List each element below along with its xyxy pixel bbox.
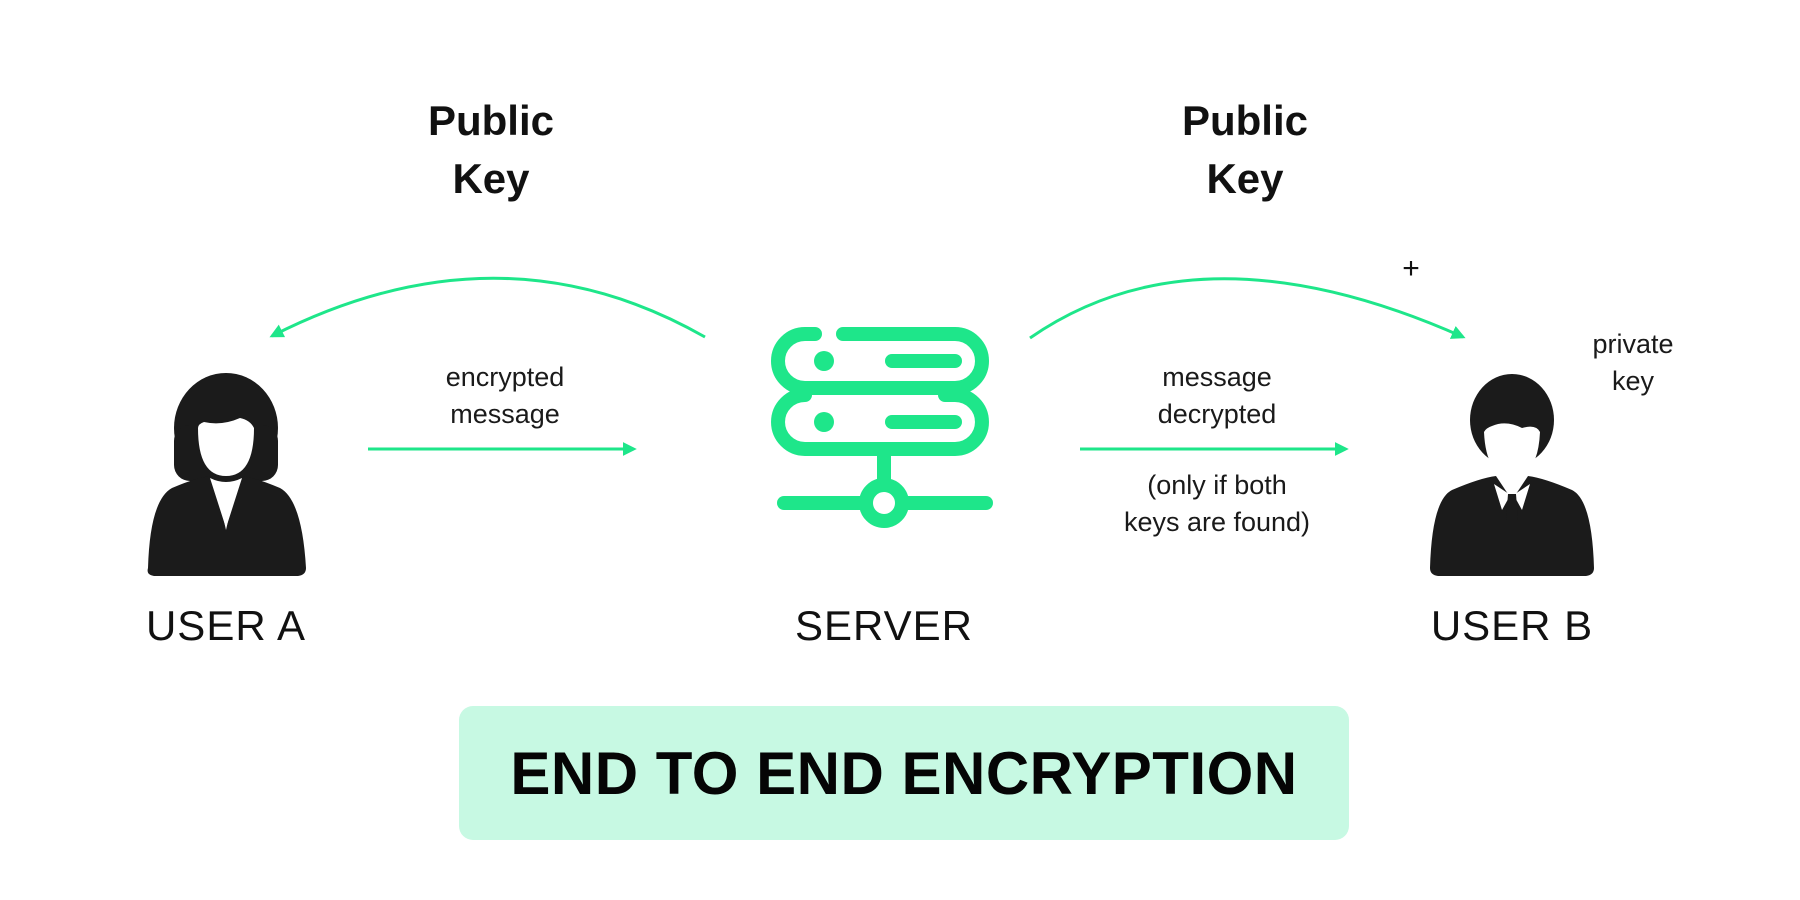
public-key-left-line-1: Public [427, 97, 555, 144]
server-label: SERVER [795, 602, 973, 649]
private-key-line-2: key [1611, 366, 1655, 396]
message-decrypted-line-2: decrypted [1157, 399, 1277, 429]
user-a-label: USER A [145, 602, 307, 649]
encrypted-message-line-1: encrypted [445, 362, 565, 392]
public-key-right-line-1: Public [1181, 97, 1309, 144]
banner-title: END TO END ENCRYPTION [510, 739, 1298, 807]
user-woman-face [198, 418, 254, 528]
public-key-label-right: Public Key [1182, 92, 1308, 208]
message-decrypted-label: message decrypted [1158, 359, 1277, 433]
public-key-arrow-right [1029, 277, 1466, 340]
public-key-right-line-2: Key [1206, 155, 1284, 202]
user-man-tie [1506, 494, 1518, 528]
public-key-arrow-left [269, 276, 706, 339]
title-banner: END TO END ENCRYPTION [459, 706, 1349, 840]
encrypted-message-line-2: message [450, 399, 560, 429]
private-key-line-1: private [1592, 329, 1674, 359]
user-b-label: USER B [1430, 602, 1594, 649]
server-icon-dots [814, 351, 834, 432]
server-icon [771, 327, 993, 528]
condition-line-1: (only if both [1147, 470, 1287, 500]
private-key-label: private key [1592, 326, 1673, 400]
message-decrypted-line-1: message [1162, 362, 1272, 392]
condition-line-2: keys are found) [1123, 507, 1311, 537]
plus-sign: + [1402, 252, 1420, 285]
public-key-left-line-2: Key [452, 155, 530, 202]
condition-label: (only if both keys are found) [1124, 467, 1310, 541]
user-man-face [1484, 423, 1540, 510]
public-key-label-left: Public Key [428, 92, 554, 208]
encrypted-message-label: encrypted message [446, 359, 565, 433]
